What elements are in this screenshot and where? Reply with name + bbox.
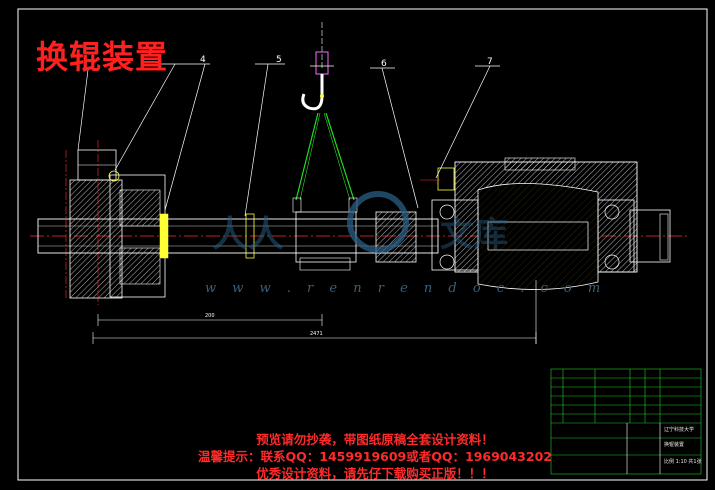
leader-lines [77,63,500,217]
title-block-sheet-info: 比例 1:10 共1张 [664,459,702,465]
svg-text:人人: 人人 [212,213,284,255]
drawing-title: 换辊装置 [36,38,169,76]
dimension-label-200: 200 [205,313,215,319]
part-label-7: 7 [487,57,493,67]
notice-line-1: 预览请勿抄袭，带图纸原稿全套设计资料！ [256,432,494,447]
drawing-frame [17,8,708,481]
left-chock-assembly [65,140,166,305]
crane-hook [301,22,334,111]
part-label-6: 6 [381,59,387,69]
main-shaft [37,211,439,271]
watermark-url: w w w . r e n r e n d o c . c o m [205,281,607,296]
notice-line-2: 温馨提示：联系QQ：1459919609或者QQ：1969043202 [198,449,552,464]
lifting-slings [292,112,358,213]
notice-line-3: 优秀设计资料，请先仔下载购买正版！！！ [256,466,494,481]
roll-chock-assembly [420,157,671,290]
dimension-label-2471: 2471 [310,331,323,337]
title-block-school: 辽宁科技大学 [664,427,695,433]
svg-text:文库: 文库 [440,215,508,255]
dimension-lines [92,280,537,344]
part-label-4: 4 [200,55,206,65]
title-block-drawing-name: 换辊装置 [664,442,685,448]
watermark-logo: 人人 文库 [212,191,508,255]
title-block [550,368,702,475]
part-label-5: 5 [276,55,282,65]
